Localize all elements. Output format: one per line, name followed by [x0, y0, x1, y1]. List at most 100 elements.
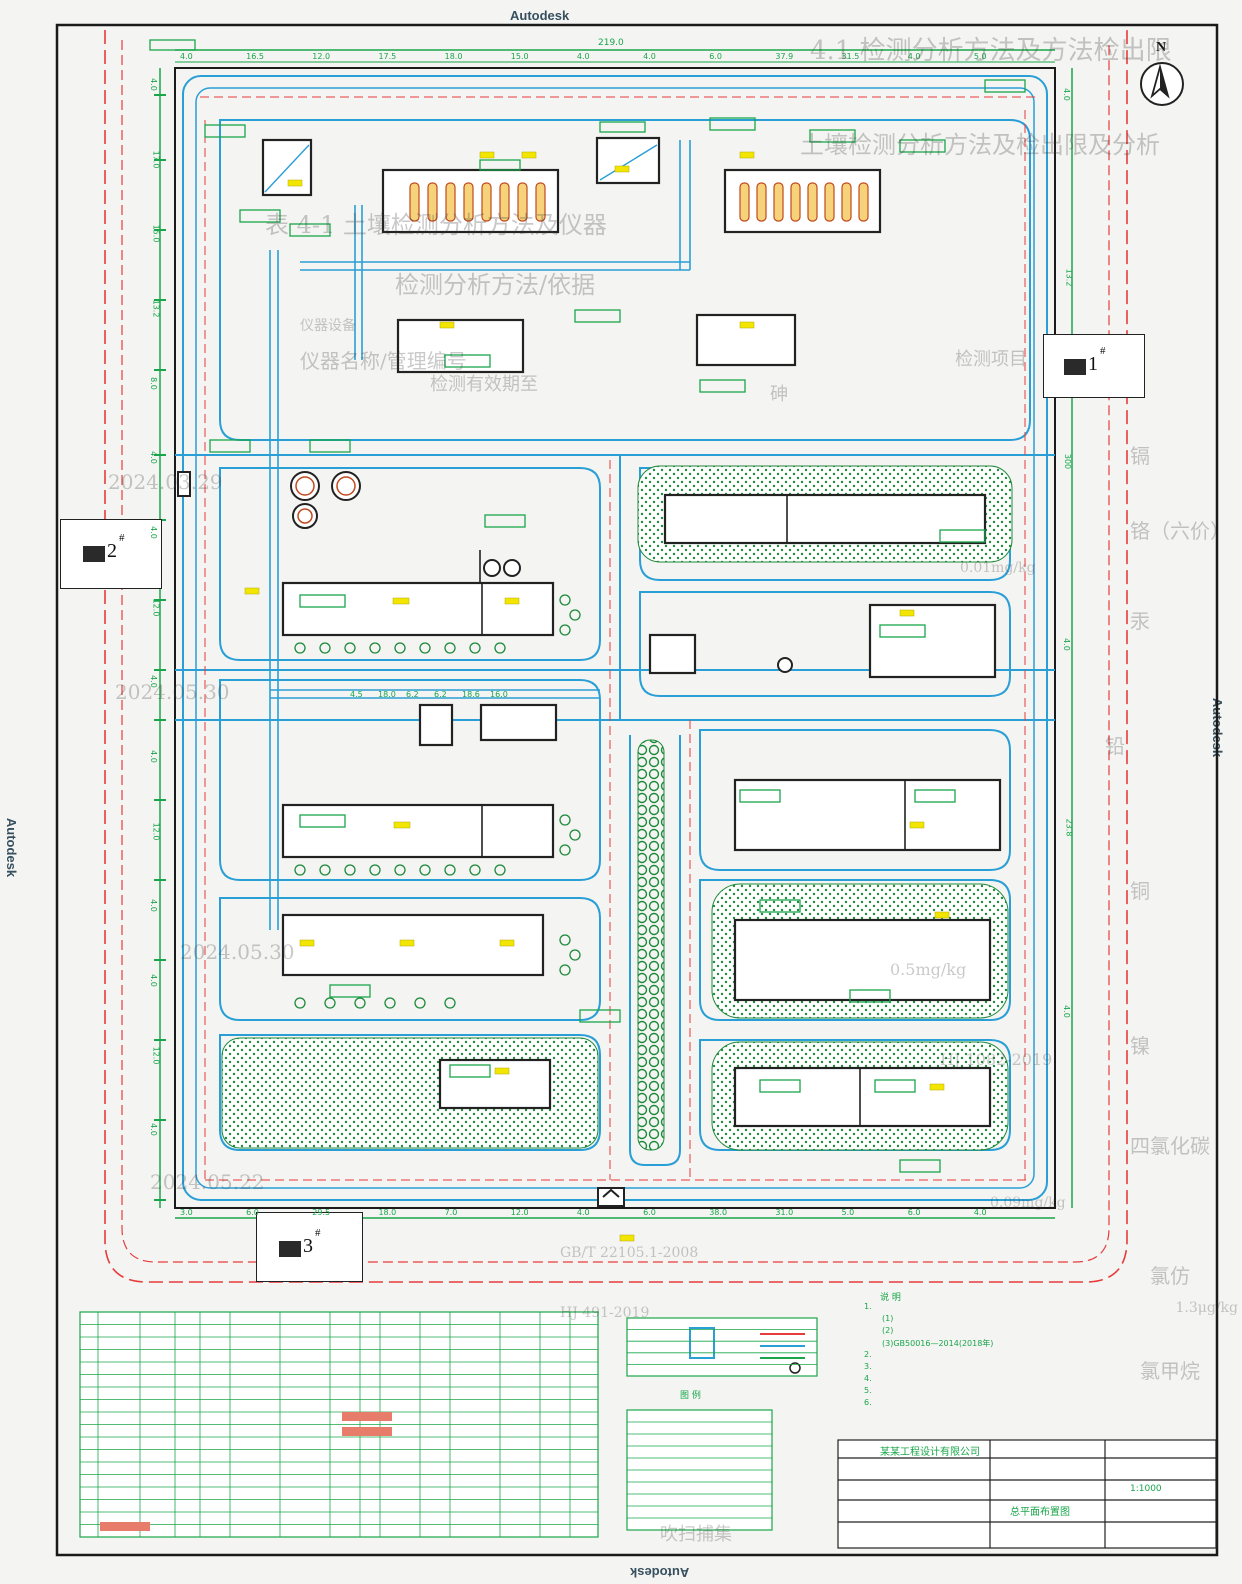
dim-top-8: 6.0 — [709, 52, 722, 61]
background-text-12: 铜 — [1130, 879, 1150, 903]
dim-inner-5: 16.0 — [490, 690, 508, 699]
symbol-table — [626, 1317, 818, 1531]
legend-title: 图 例 — [680, 1391, 701, 1401]
dim-bottom-10: 5.0 — [841, 1208, 855, 1217]
title-block-scale: 1:1000 — [1130, 1484, 1162, 1494]
background-text-21: 0.01mg/kg — [960, 560, 1036, 576]
dim-bottom-3: 18.0 — [378, 1208, 397, 1217]
dim-inner-2: 6.2 — [406, 690, 419, 699]
tank-row-2 — [739, 182, 869, 222]
dim-right-3: 4.0 — [1061, 638, 1071, 651]
dim-top-12: 5.0 — [973, 52, 987, 61]
well-1-label: 1 — [1088, 353, 1098, 375]
background-text-25: GB/T 22105.1-2008 — [560, 1245, 699, 1261]
note-item-0: 1. — [864, 1302, 872, 1311]
building-small-1 — [479, 703, 558, 742]
dim-right-5: 4.0 — [1061, 1004, 1071, 1018]
callout-labels — [149, 39, 1026, 1173]
dim-left-2: 15.0 — [151, 224, 161, 243]
background-text-15: 氯仿 — [1150, 1264, 1190, 1288]
background-text-17: 2024.03.29 — [108, 470, 223, 494]
well-2-label: 2 — [107, 540, 117, 562]
note-item-2: (2) — [882, 1326, 894, 1335]
background-text-6: 检测项目 — [955, 349, 1027, 370]
dim-ticks-left — [154, 94, 166, 1201]
note-item-7: 5. — [864, 1386, 872, 1395]
building-small-2 — [418, 703, 454, 747]
background-text-0: 4.1 检测分析方法及方法检出限 — [810, 36, 1172, 66]
note-item-5: 3. — [864, 1362, 872, 1371]
title-block — [837, 1439, 1217, 1549]
building-plant-e2 — [868, 603, 997, 679]
note-item-6: 4. — [864, 1374, 872, 1383]
background-text-29: 吹扫捕集 — [660, 1524, 732, 1545]
building-plant-e3 — [733, 778, 1002, 852]
watermark-top: Autodesk — [510, 8, 570, 23]
building-workshop-2 — [281, 803, 555, 859]
pipe-rack — [269, 140, 691, 930]
background-text-22: 0.09mg/kg — [990, 1195, 1066, 1211]
note-item-4: 2. — [864, 1350, 872, 1359]
dim-bottom-5: 12.0 — [510, 1208, 529, 1217]
background-text-7: 砷 — [770, 384, 788, 405]
title-block-drawing-name: 总平面布置图 — [1010, 1507, 1070, 1518]
dim-top-5: 15.0 — [510, 52, 529, 61]
dim-bottom-7: 6.0 — [643, 1208, 656, 1217]
background-text-23: 0.5mg/kg — [890, 960, 967, 979]
dim-right-1: 13.2 — [1064, 268, 1074, 287]
dim-bottom-2: 29.5 — [312, 1208, 331, 1217]
building-small-3 — [648, 633, 697, 675]
building-plant-e4 — [733, 918, 992, 1002]
dim-top-9: 37.9 — [775, 52, 794, 61]
dim-top-11: 4.0 — [907, 52, 921, 61]
background-text-8: 镉 — [1130, 444, 1150, 468]
note-item-1: (1) — [882, 1314, 894, 1323]
dim-top-1: 16.5 — [246, 52, 264, 61]
red-setback-outer — [104, 30, 1128, 1283]
dim-inner-0: 4.5 — [350, 690, 363, 699]
dim-right-2: 300 — [1063, 453, 1073, 469]
dim-left-3: 13.2 — [151, 299, 161, 318]
building-warehouse-a — [396, 318, 525, 374]
tank-row-1 — [409, 182, 546, 222]
dim-inner-1: 18.0 — [378, 690, 396, 699]
legend-swatches — [689, 1327, 805, 1374]
label-tags — [244, 151, 950, 1242]
north-arrow-icon — [1150, 63, 1170, 99]
dim-top-6: 4.0 — [576, 52, 590, 61]
dim-bottom-12: 4.0 — [973, 1208, 987, 1217]
dim-left-6: 4.0 — [148, 526, 158, 539]
building-plant-e1 — [663, 493, 987, 545]
background-text-4: 仪器名称/管理编号 — [300, 349, 467, 373]
background-text-2: 表 4-1 土壤检测分析方法及仪器 — [265, 211, 607, 239]
background-text-18: 2024.05.30 — [115, 680, 230, 704]
title-block-company: 某某工程设计有限公司 — [880, 1447, 980, 1458]
dim-top-0: 4.0 — [180, 52, 193, 61]
north-arrow-letter: N — [1156, 40, 1167, 55]
monitoring-well-3[interactable]: 3 # — [256, 1212, 363, 1282]
round-tanks — [290, 471, 793, 673]
background-text-3: 检测分析方法/依据 — [395, 271, 596, 299]
dim-top-3: 17.5 — [378, 52, 397, 61]
well-1-sup: # — [1100, 345, 1106, 357]
internal-red-lines — [200, 96, 1040, 1181]
west-gate — [177, 471, 191, 497]
monitoring-well-2[interactable]: 2 # — [60, 519, 162, 589]
background-text-28: 仪器设备 — [300, 318, 356, 334]
well-3-sup: # — [315, 1227, 321, 1239]
dim-bottom-6: 4.0 — [576, 1208, 590, 1217]
background-text-5: 检测有效期至 — [430, 374, 538, 395]
notes-title: 说 明 — [880, 1293, 901, 1303]
dim-top-10: 31.5 — [841, 52, 860, 61]
notes-block: 说 明 1. (1) (2) (3)GB50016—2014(2018年) 2. 3. 4.… — [860, 1290, 1210, 1430]
monitoring-well-1[interactable]: 1 # — [1043, 334, 1145, 398]
building-plant-e5 — [733, 1066, 992, 1128]
note-item-3: (3)GB50016—2014(2018年) — [882, 1339, 994, 1348]
background-text-13: 镍 — [1130, 1034, 1150, 1058]
note-item-8: 6. — [864, 1398, 872, 1407]
dim-left-5: 4.0 — [148, 451, 158, 465]
red-setback-inner — [121, 40, 1110, 1263]
background-text-10: 汞 — [1130, 609, 1150, 633]
dim-bottom-11: 6.0 — [907, 1208, 921, 1217]
